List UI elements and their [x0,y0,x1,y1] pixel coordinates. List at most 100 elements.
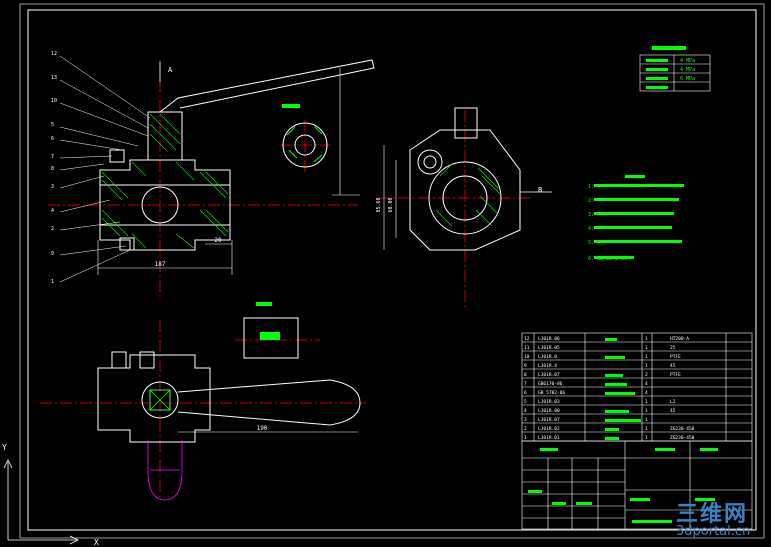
watermark-big-text: 三维网 [676,502,749,527]
title-block-bars [528,448,718,523]
parts-cell-qty: 1 [645,399,648,405]
notes-bars [594,184,684,259]
parts-cell-code: LJ01R.06 [538,336,560,342]
note-5: 5. [588,240,594,246]
parts-table-grid [521,332,753,442]
parts-cell-no: 10 [524,354,530,360]
parts-cell-no: 5 [524,399,527,405]
note-1: 1. [588,184,594,190]
parts-cell-code: LJ01R.07 [538,417,560,423]
tech-notes: 1. 2. 3. 4. 5. 6. GB/ZE49-96 [588,184,627,262]
callout-8: 8 [51,166,54,172]
parts-cell-qty: 1 [645,354,648,360]
callout-9: 9 [51,251,54,257]
front-view-hatch [101,113,229,249]
parts-cell-qty: 1 [645,408,648,414]
parts-cell-mat: 45 [670,408,676,414]
parts-cell-no: 4 [524,408,527,414]
callout-1: 1 [51,279,54,285]
parts-cell-mat: PTFE [670,354,681,360]
callout-labels: 12 13 10 5 6 7 8 3 4 2 9 1 [51,51,57,285]
side-view [409,107,521,251]
spec-value-1: 4 MPa [680,58,695,64]
parts-cell-qty: 2 [645,372,648,378]
title-block [521,440,753,530]
parts-cell-no: 6 [524,390,527,396]
note-4: 4. [588,226,594,232]
parts-cell-qty: 4 [645,390,648,396]
notes-title [625,175,645,178]
parts-cell-no: 8 [524,372,527,378]
view-arrow-b: B [538,186,542,194]
parts-cell-code: LJ01R.02 [538,426,560,432]
parts-cell-code: LJ01R.03 [538,399,560,405]
ucs-y-label: Y [2,443,7,452]
parts-cell-code: LJ01R.07 [538,372,560,378]
callout-7: 7 [51,154,54,160]
parts-cell-mat: HT200-A [670,336,689,342]
watermark-small-text: 3dportal.cn [676,524,751,539]
top-view-green [149,389,171,411]
parts-cell-code: LJ01R.0 [538,354,557,360]
callout-6: 6 [51,136,54,142]
parts-cell-mat: ZG230-450 [670,435,695,441]
parts-cell-no: 3 [524,417,527,423]
parts-cell-code: LJ01R.05 [538,345,560,351]
section-ring-detail [282,104,328,168]
parts-cell-qty: 1 [645,417,648,423]
parts-cell-qty: 1 [645,363,648,369]
note-2: 2. [588,198,594,204]
parts-cell-mat: ZG230-450 [670,426,695,432]
callout-5: 5 [51,122,54,128]
spec-value-3: 6 MPa [680,76,695,82]
parts-cell-qty: 1 [645,426,648,432]
front-view-dimensions [97,68,360,275]
callout-13: 13 [51,75,57,81]
parts-cell-no: 1 [524,435,527,441]
dim-total-length: 187 [155,261,166,268]
parts-cell-code: LJ01R.01 [538,435,560,441]
center-lines [40,60,530,500]
stem-detail [243,302,299,359]
parts-cell-mat: 45 [670,363,676,369]
watermark-logo: 三维网 3dportal.cn [676,496,771,544]
callout-2: 2 [51,226,54,232]
parts-cell-qty: 1 [645,336,648,342]
parts-cell-no: 2 [524,426,527,432]
parts-cell-no: 9 [524,363,527,369]
dim-handle-length: 190 [257,425,268,432]
spec-table-bars [646,59,668,89]
spec-table [639,54,711,92]
parts-cell-code: GB6170-86 [538,381,563,387]
top-view-hidden [147,440,183,501]
parts-cell-qty: 4 [645,381,648,387]
ucs-x-label: X [94,538,99,547]
dim-height-1: 85.60 [376,197,382,212]
spec-value-2: 4 MPa [680,67,695,73]
parts-cell-mat: 25 [670,345,676,351]
dim-height-2: 60.00 [388,197,394,212]
dim-offset: 20 [214,237,222,244]
parts-cell-mat: L2 [670,399,676,405]
callout-3: 3 [51,184,54,190]
ucs-icon [3,459,79,545]
callout-4: 4 [51,208,54,214]
parts-table-bars [605,338,641,440]
parts-cell-qty: 1 [645,435,648,441]
sheet-frame [19,3,765,539]
parts-cell-no: 11 [524,345,530,351]
spec-table-title [652,46,686,50]
spec-table-values: 4 MPa 4 MPa 6 MPa [680,58,695,82]
note-3: 3. [588,212,594,218]
callout-10: 10 [51,98,57,104]
parts-cell-qty: 1 [645,345,648,351]
view-arrow-a: A [168,66,173,74]
side-view-dimensions [383,145,397,250]
parts-cell-no: 7 [524,381,527,387]
callout-12: 12 [51,51,57,57]
parts-cell-code: GB 5782-86 [538,390,565,396]
side-view-hatch [435,163,501,227]
parts-cell-mat: PTFE [670,372,681,378]
